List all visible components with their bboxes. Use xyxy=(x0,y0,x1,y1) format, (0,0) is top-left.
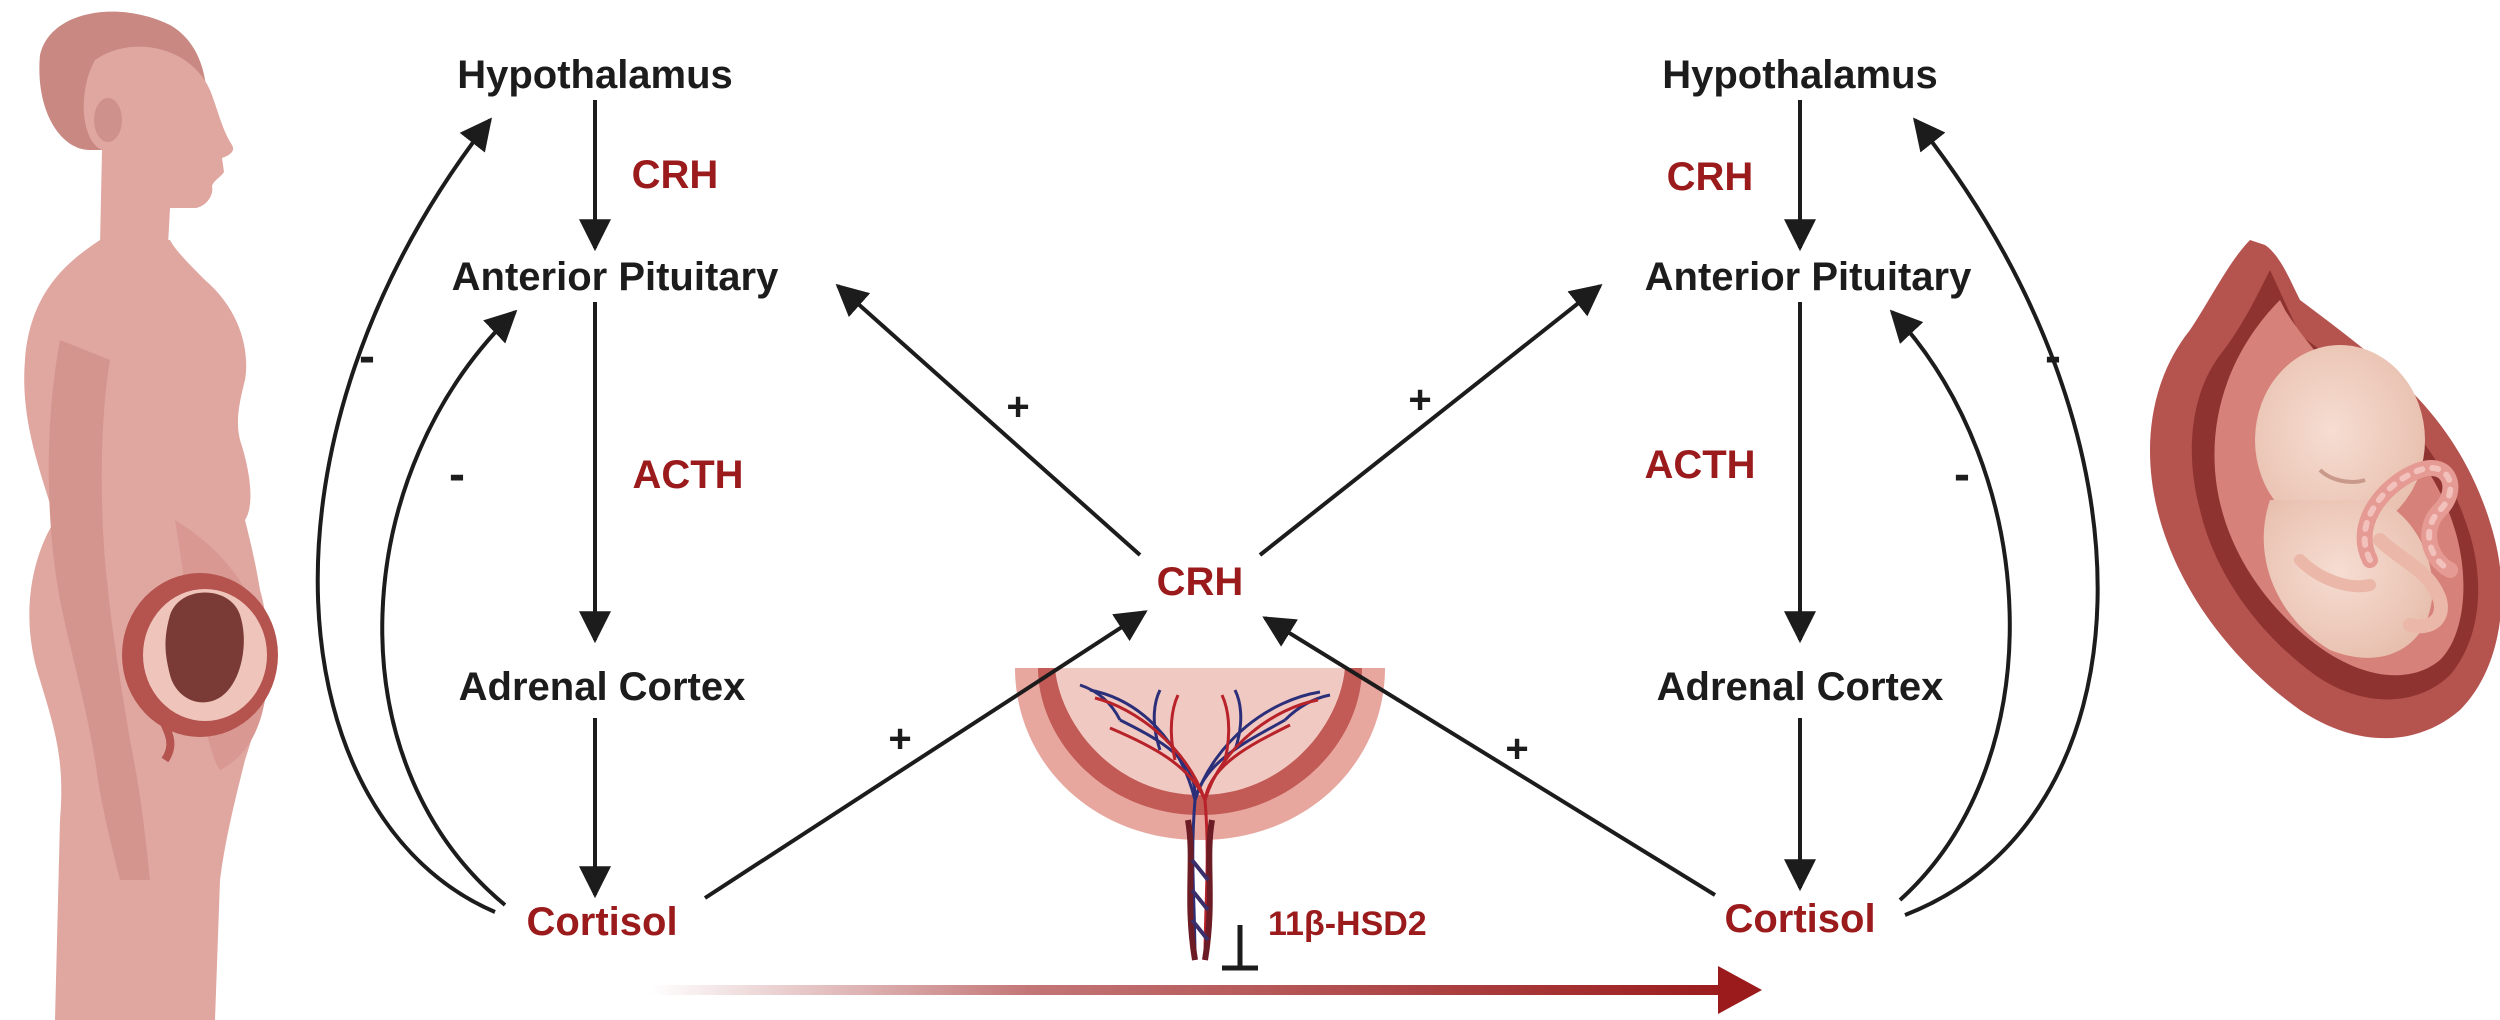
fetal-crh-label: CRH xyxy=(1667,155,1754,199)
fetal-inner-feedback-sign: - xyxy=(1954,448,1970,501)
arrow-maternal-cortisol-to-pituitary xyxy=(380,309,518,907)
arrow-maternal-cortisol-to-hypothalamus xyxy=(315,117,496,914)
maternal-to-fetal-gradient-arrow xyxy=(650,966,1762,1014)
placental-crh-label: CRH xyxy=(1157,560,1244,604)
fetal-outer-feedback-sign: - xyxy=(2045,330,2061,383)
maternal-anterior-pituitary-label: Anterior Pituitary xyxy=(452,255,779,299)
fetus-in-uterus-illustration xyxy=(2150,240,2500,739)
maternal-adrenal-cortex-label: Adrenal Cortex xyxy=(459,665,746,709)
fetal-anterior-pituitary-label: Anterior Pituitary xyxy=(1645,255,1972,299)
maternal-hypothalamus-label: Hypothalamus xyxy=(457,53,733,97)
arrow-placental-crh-to-maternal-pituitary xyxy=(835,283,1142,557)
arrow-fetal-cortisol-to-pituitary xyxy=(1889,309,2012,902)
pregnant-mother-illustration xyxy=(24,11,278,1020)
maternal-outer-feedback-sign: - xyxy=(359,330,375,383)
maternal-acth-label: ACTH xyxy=(632,453,743,497)
plus-sign-placenta-to-fetal: + xyxy=(1408,378,1431,422)
arrow-fetal-cortisol-to-placental-crh xyxy=(1262,616,1717,897)
inhibition-symbol xyxy=(1222,925,1258,971)
fetal-cortisol-label: Cortisol xyxy=(1724,897,1875,941)
arrow-maternal-cortisol-to-placental-crh xyxy=(703,610,1148,900)
plus-sign-placenta-to-maternal: + xyxy=(1006,385,1029,429)
maternal-crh-label: CRH xyxy=(632,153,719,197)
plus-sign-maternal-cortisol: + xyxy=(888,717,911,761)
maternal-cortisol-label: Cortisol xyxy=(526,900,677,944)
maternal-inner-feedback-sign: - xyxy=(449,448,465,501)
placenta-illustration xyxy=(1015,668,1385,961)
fetal-adrenal-cortex-label: Adrenal Cortex xyxy=(1657,665,1944,709)
arrow-fetal-cortisol-to-hypothalamus xyxy=(1904,117,2100,917)
fetal-acth-label: ACTH xyxy=(1644,443,1755,487)
arrow-placental-crh-to-fetal-pituitary xyxy=(1258,284,1603,557)
plus-sign-fetal-cortisol: + xyxy=(1505,727,1528,771)
enzyme-11b-hsd2-label: 11β-HSD2 xyxy=(1268,905,1427,943)
fetal-hypothalamus-label: Hypothalamus xyxy=(1662,53,1938,97)
